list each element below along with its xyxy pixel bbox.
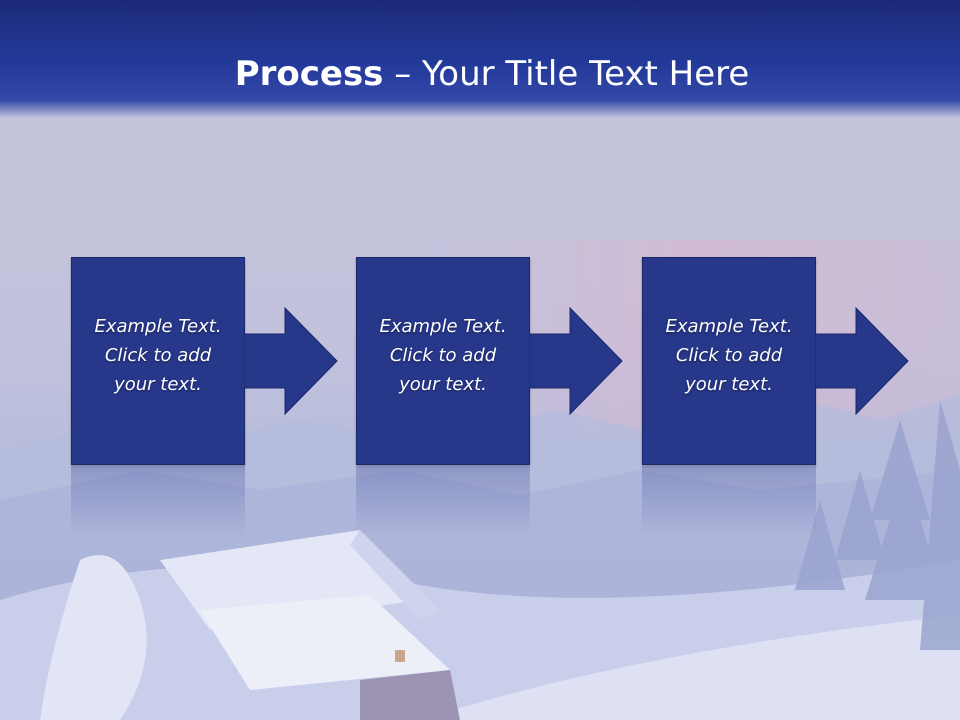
step-line: your text.: [114, 374, 202, 395]
title-bold: Process: [234, 54, 384, 94]
step-reflection: [71, 466, 245, 536]
right-arrow-icon: [815, 306, 909, 416]
step-line: Click to add: [389, 345, 497, 366]
step-line: your text.: [399, 374, 487, 395]
process-step-1[interactable]: Example Text. Click to add your text.: [71, 257, 245, 465]
step-text[interactable]: Example Text. Click to add your text.: [357, 312, 529, 399]
step-text[interactable]: Example Text. Click to add your text.: [72, 312, 244, 399]
step-line: Example Text.: [94, 316, 222, 337]
process-step-3[interactable]: Example Text. Click to add your text.: [642, 257, 816, 465]
process-step-2[interactable]: Example Text. Click to add your text.: [356, 257, 530, 465]
step-line: Click to add: [104, 345, 212, 366]
step-line: Example Text.: [665, 316, 793, 337]
step-reflection: [642, 466, 816, 536]
step-line: your text.: [685, 374, 773, 395]
title-bar: [0, 0, 960, 118]
step-reflection: [356, 466, 530, 536]
step-line: Click to add: [675, 345, 783, 366]
title-rest: – Your Title Text Here: [383, 54, 750, 94]
right-arrow-icon: [529, 306, 623, 416]
step-text[interactable]: Example Text. Click to add your text.: [643, 312, 815, 399]
step-line: Example Text.: [379, 316, 507, 337]
right-arrow-icon: [244, 306, 338, 416]
slide-title[interactable]: Process – Your Title Text Here: [0, 52, 960, 96]
